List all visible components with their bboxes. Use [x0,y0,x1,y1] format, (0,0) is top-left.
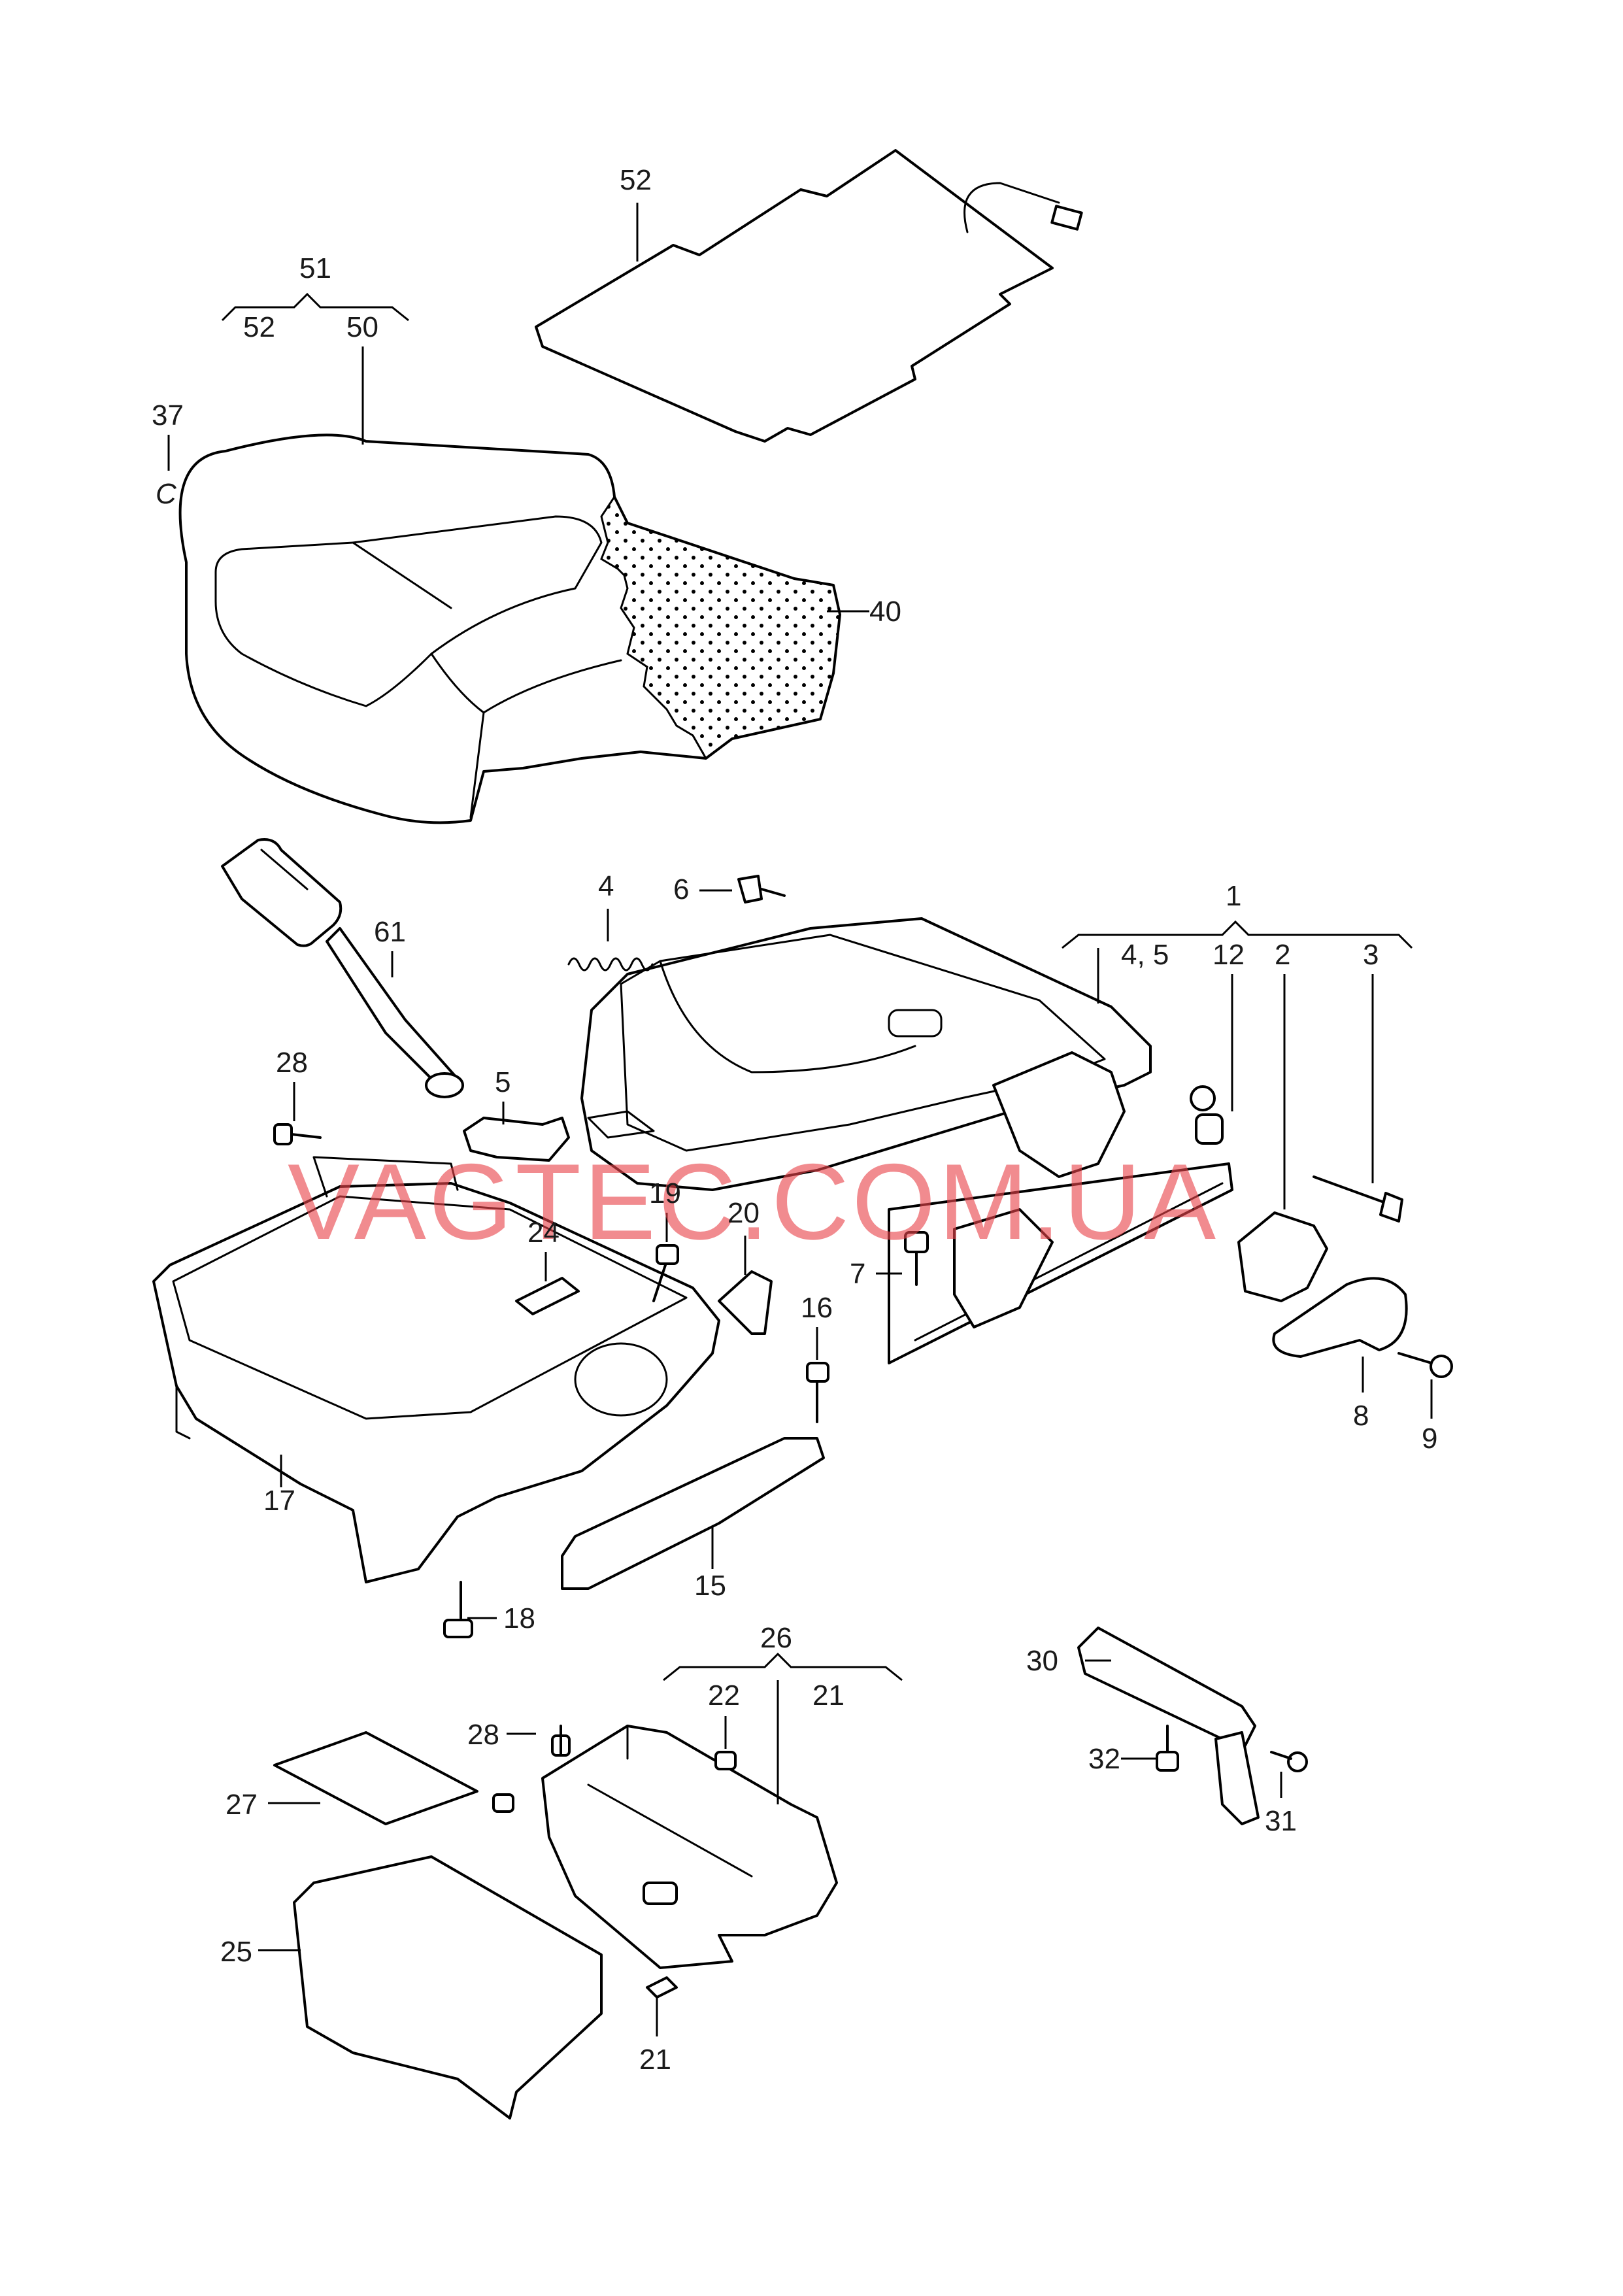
pad-part [273,1731,478,1825]
callout-50: 50 [346,311,378,343]
screw-part-7 [904,1231,929,1286]
leader-lines [167,203,1433,2036]
screw-part-22 [714,1751,737,1770]
callout-15: 15 [694,1570,726,1602]
drawer-housing-part [541,1725,838,1969]
screw-part-18 [443,1581,473,1638]
side-trim-part [561,1437,825,1590]
screw-part-28-lower [492,1725,571,1813]
callout-20: 20 [728,1197,760,1229]
callout-4-5: 4, 5 [1121,939,1169,971]
spring-part [567,957,654,971]
callout-52-top: 52 [620,164,652,196]
callout-8: 8 [1353,1400,1369,1432]
screw-part-19 [652,1244,679,1302]
callout-52-sub: 52 [243,311,275,343]
callout-22: 22 [708,1680,740,1712]
seat-cushion-part [178,433,841,824]
screw-part-31 [1270,1751,1308,1772]
callout-3: 3 [1363,939,1379,971]
heating-mat-part [535,149,1083,443]
callout-40: 40 [869,596,901,628]
callout-12: 12 [1213,939,1245,971]
callout-2: 2 [1275,939,1290,971]
screw-part-16 [806,1362,829,1423]
bolt-part-3 [1313,1175,1403,1223]
watermark: VAGTEC.COM.UA [288,1141,1218,1262]
callout-18: 18 [503,1602,535,1634]
callout-37: 37 [152,399,184,431]
cap-part [1195,1113,1224,1145]
bracket-part-20 [718,1270,773,1335]
callout-7: 7 [850,1258,865,1290]
screw-part-32 [1156,1725,1179,1772]
callout-4: 4 [598,870,614,902]
callout-19: 19 [649,1177,681,1209]
callout-31: 31 [1265,1805,1297,1837]
callout-16: 16 [801,1292,833,1324]
callout-28-upper: 28 [276,1047,308,1079]
callout-30: 30 [1026,1645,1058,1677]
screw-part-28-upper [273,1123,322,1145]
callout-51: 51 [299,252,331,284]
seat-frame-part [580,917,1233,1364]
bolt-part-6 [737,875,786,903]
rail-cover-part [1077,1627,1260,1825]
callout-25: 25 [220,1936,252,1968]
callout-61: 61 [374,916,406,948]
screw-part-9 [1397,1352,1453,1378]
handle-part [1272,1277,1408,1358]
callout-21-a: 21 [812,1680,845,1712]
callout-1: 1 [1226,880,1241,912]
callout-26: 26 [760,1622,792,1654]
clip-part-21 [646,1976,678,1999]
drawer-part [293,1855,603,2119]
callout-labels: 52 51 52 50 37 C 40 4 6 1 4, 5 12 2 3 61… [152,164,1437,2076]
callout-27: 27 [226,1789,258,1821]
callout-9: 9 [1422,1423,1437,1455]
callout-5: 5 [495,1066,510,1098]
callout-21-b: 21 [639,2044,671,2076]
callout-28-lower: 28 [467,1719,499,1751]
callout-17: 17 [263,1485,295,1517]
callout-32: 32 [1088,1743,1120,1775]
callout-24: 24 [527,1217,560,1249]
callout-37-symbol: C [156,478,177,510]
belt-buckle-part [221,838,464,1098]
clip-part-24 [515,1277,580,1315]
callout-6: 6 [673,873,689,905]
adjuster-part [1237,1211,1328,1302]
